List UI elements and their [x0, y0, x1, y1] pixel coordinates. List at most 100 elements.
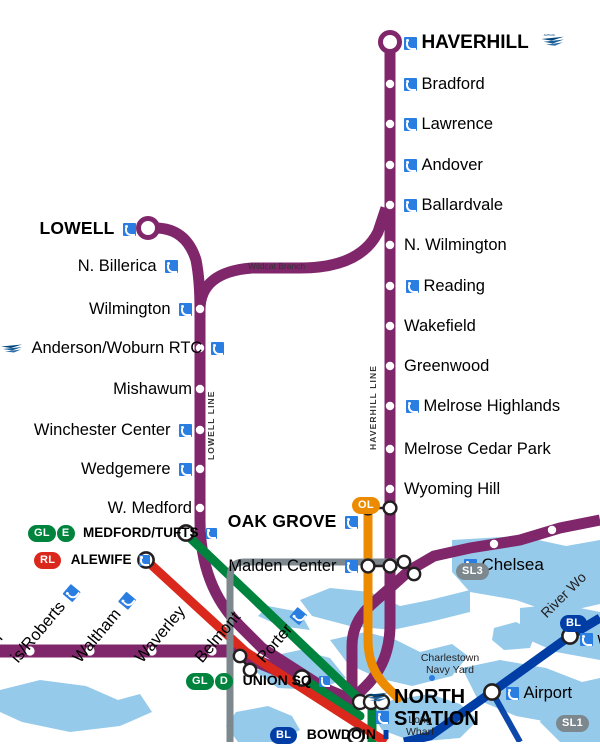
- lowell-station-dots: [136, 216, 205, 513]
- green-line-badge: GL: [28, 525, 56, 542]
- station-label: Wyoming Hill: [404, 480, 501, 498]
- accessible-icon: [138, 555, 150, 566]
- station-melrose-highlands[interactable]: Melrose Highlands: [406, 397, 560, 416]
- station-malden-center[interactable]: Malden Center: [100, 557, 358, 576]
- silver-line-sl3-badge: SL3: [456, 563, 490, 580]
- station-marker-airport: [483, 683, 501, 701]
- station-airport[interactable]: Airport: [506, 684, 572, 703]
- transfer-connector-union-sq: [232, 648, 258, 678]
- station-greenwood[interactable]: Greenwood: [404, 357, 489, 376]
- station-n-wilmington[interactable]: N. Wilmington: [404, 236, 507, 255]
- line-label-lowell: LOWELL LINE: [206, 390, 216, 460]
- green-line-badge: GL: [186, 673, 214, 690]
- station-haverhill[interactable]: HAVERHILL AMTRAK: [404, 32, 565, 54]
- accessible-icon: [345, 560, 358, 573]
- station-wilmington[interactable]: Wilmington: [0, 300, 192, 319]
- station-label: N. Wilmington: [404, 236, 507, 254]
- station-marker-medford-tufts: [177, 524, 195, 542]
- silver-line-sl3-track: [226, 558, 404, 742]
- station-lowell[interactable]: LOWELL: [0, 218, 136, 239]
- station-label: Malden Center: [228, 557, 337, 575]
- station-label: MEDFORD/TUFTS: [82, 525, 199, 540]
- accessible-icon: [404, 199, 417, 212]
- station-label: OAK GROVE: [227, 511, 337, 531]
- station-label: BOWDOIN: [306, 726, 376, 742]
- station-wyoming-hill[interactable]: Wyoming Hill: [404, 480, 500, 499]
- station-label: Winchester Center: [33, 421, 171, 439]
- orange-line-track: [363, 503, 403, 703]
- transfer-connector-chelsea: [396, 554, 422, 582]
- station-anderson-woburn-rtc[interactable]: Anderson/Woburn RTC: [0, 339, 224, 358]
- blue-line-badge: BL: [560, 615, 588, 632]
- station-marker-bowdoin: [347, 727, 365, 742]
- station-n-billerica[interactable]: N. Billerica: [0, 257, 178, 276]
- poi-dot-navy-yard: [429, 675, 435, 681]
- station-winchester-center[interactable]: Winchester Center: [0, 421, 192, 440]
- station-label: wo: [597, 630, 600, 648]
- station-ballardvale[interactable]: Ballardvale: [404, 196, 503, 215]
- station-north-station[interactable]: NORTH: [365, 686, 465, 709]
- geo-line2: Navy Yard: [425, 664, 475, 677]
- accessible-icon: [376, 711, 389, 724]
- station-lawrence[interactable]: Lawrence: [404, 115, 493, 134]
- accessible-icon: [123, 223, 136, 236]
- accessible-icon: [404, 118, 417, 131]
- blue-line-badge: BL: [270, 727, 298, 744]
- station-label: Anderson/Woburn RTC: [31, 339, 203, 357]
- station-wedgemere[interactable]: Wedgemere: [0, 460, 192, 479]
- station-label: Wakefield: [404, 317, 476, 335]
- amtrak-icon: AMTRAK: [541, 33, 565, 46]
- geo-line1: Long: [408, 714, 432, 726]
- haverhill-line-track: [346, 42, 396, 706]
- station-alewife[interactable]: RL ALEWIFE: [34, 551, 150, 569]
- station-wakefield[interactable]: Wakefield: [404, 317, 476, 336]
- blue-line-badge-top: BL: [560, 614, 588, 632]
- station-reading[interactable]: Reading: [406, 277, 485, 296]
- station-label: LOWELL: [39, 218, 115, 238]
- station-bradford[interactable]: Bradford: [404, 75, 485, 94]
- haverhill-station-dots: [378, 30, 402, 494]
- station-w-medford[interactable]: W. Medford: [0, 499, 192, 518]
- accessible-icon: [404, 159, 417, 172]
- station-bowdoin[interactable]: BL BOWDOIN: [270, 726, 376, 744]
- green-line-branch-badge: E: [56, 525, 75, 542]
- station-andover[interactable]: Andover: [404, 156, 483, 175]
- accessible-icon: [319, 676, 331, 687]
- accessible-icon: [506, 687, 519, 700]
- silver-line-sl1-badge: SL1: [556, 715, 590, 732]
- red-line-badge: RL: [34, 552, 62, 569]
- station-oak-grove[interactable]: OAK GROVE: [100, 511, 358, 532]
- amtrak-icon: [1, 344, 22, 353]
- station-label: Wedgemere: [80, 460, 171, 478]
- station-wonderland-truncated[interactable]: wo: [580, 630, 600, 649]
- station-label: W. Medford: [107, 499, 192, 517]
- accessible-icon: [404, 78, 417, 91]
- station-mishawum[interactable]: Mishawum: [0, 380, 192, 399]
- geo-label-long-wharf: Long Wharf: [392, 714, 448, 738]
- green-line-union-track: [297, 673, 365, 721]
- accessible-icon: [345, 516, 358, 529]
- accessible-icon: [404, 37, 417, 50]
- orange-line-badge-oak-grove: OL: [352, 496, 380, 514]
- accessible-icon: [179, 424, 192, 437]
- station-melrose-cedar-park[interactable]: Melrose Cedar Park: [404, 440, 551, 459]
- line-label-haverhill: HAVERHILL LINE: [368, 365, 378, 450]
- station-label: Chelsea: [481, 555, 544, 574]
- station-label: UNION SQ: [242, 672, 312, 688]
- branch-label-wildcat: Wildcat Branch: [248, 261, 306, 271]
- accessible-icon: [406, 280, 419, 293]
- station-label: Ballardvale: [421, 196, 504, 214]
- orange-line-badge: OL: [352, 497, 380, 514]
- accessible-icon: [210, 342, 224, 355]
- station-north-station-line2[interactable]: STATION: [376, 708, 479, 731]
- transfer-connector-malden-center: [360, 558, 398, 574]
- green-line-medford-track: [181, 529, 365, 705]
- station-label: Greenwood: [404, 357, 490, 375]
- station-label: Airport: [523, 684, 573, 702]
- accessible-icon: [179, 303, 192, 316]
- station-label: N. Billerica: [77, 257, 157, 275]
- geo-line2: Wharf: [405, 726, 434, 739]
